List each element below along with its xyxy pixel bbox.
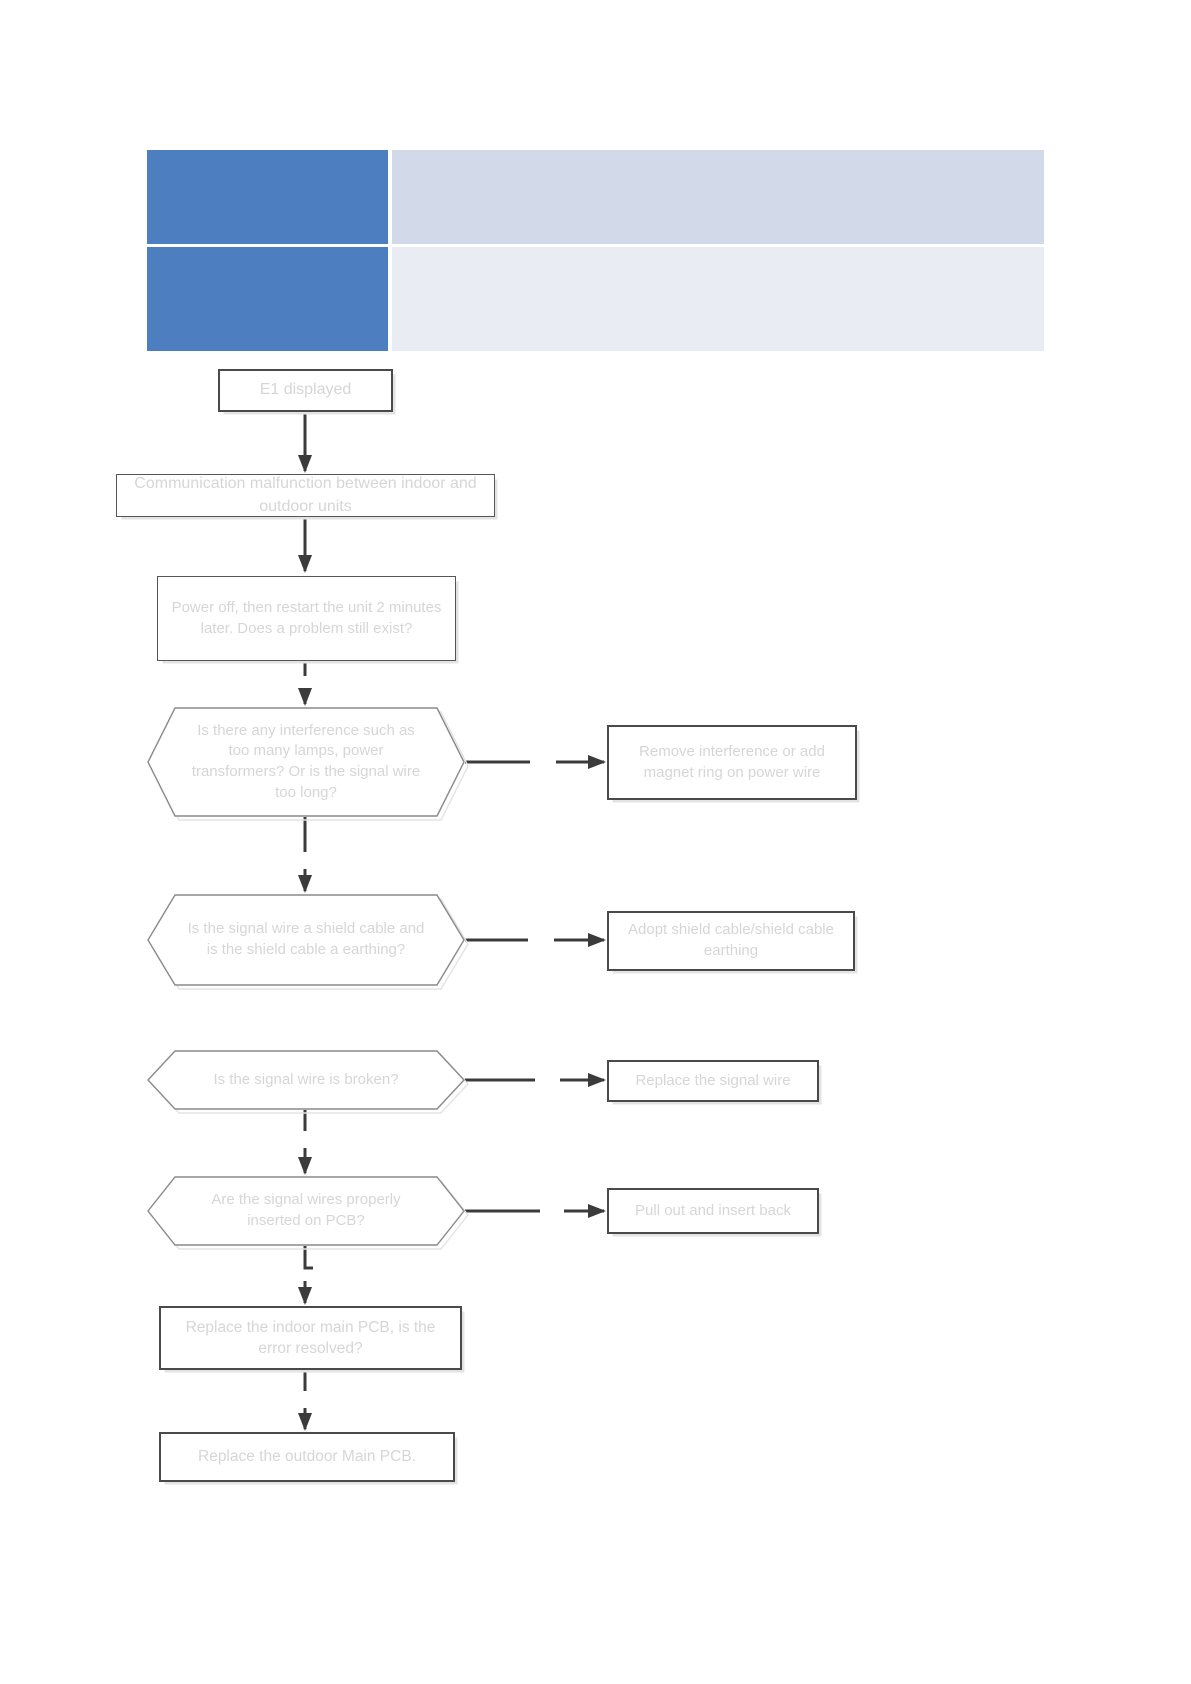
flow-node-error-code: E1 displayed bbox=[218, 369, 393, 412]
flow-decision-interference: Is there any interference such as too ma… bbox=[147, 707, 470, 822]
flow-node-replace-outdoor-pcb: Replace the outdoor Main PCB. bbox=[159, 1432, 455, 1482]
decision-label: Are the signal wires properly inserted o… bbox=[211, 1191, 401, 1229]
decision-label: Is the signal wire is broken? bbox=[213, 1070, 399, 1088]
flow-action-adopt-shield-cable: Adopt shield cable/shield cable earthing bbox=[607, 911, 855, 971]
decision-label: Is there any interference such as too ma… bbox=[191, 721, 421, 801]
table-row2-header-cell bbox=[147, 247, 388, 351]
flow-action-replace-signal-wire: Replace the signal wire bbox=[607, 1060, 819, 1102]
decision-label: Is the signal wire a shield cable and is… bbox=[187, 920, 425, 958]
flow-decision-shield-cable: Is the signal wire a shield cable and is… bbox=[147, 894, 470, 991]
table-row2-body-cell bbox=[392, 247, 1044, 351]
flow-node-replace-indoor-pcb: Replace the indoor main PCB, is the erro… bbox=[159, 1306, 462, 1370]
flow-action-remove-interference: Remove interference or add magnet ring o… bbox=[607, 725, 857, 800]
table-row1-body-cell bbox=[392, 150, 1044, 244]
flow-action-reinsert-wires: Pull out and insert back bbox=[607, 1188, 819, 1234]
flow-node-malfunction-description: Communication malfunction between indoor… bbox=[116, 474, 495, 517]
flow-decision-wires-inserted: Are the signal wires properly inserted o… bbox=[147, 1176, 470, 1251]
flow-decision-wire-broken: Is the signal wire is broken? bbox=[147, 1050, 470, 1115]
flow-node-power-restart: Power off, then restart the unit 2 minut… bbox=[157, 576, 456, 661]
table-row1-header-cell bbox=[147, 150, 388, 244]
